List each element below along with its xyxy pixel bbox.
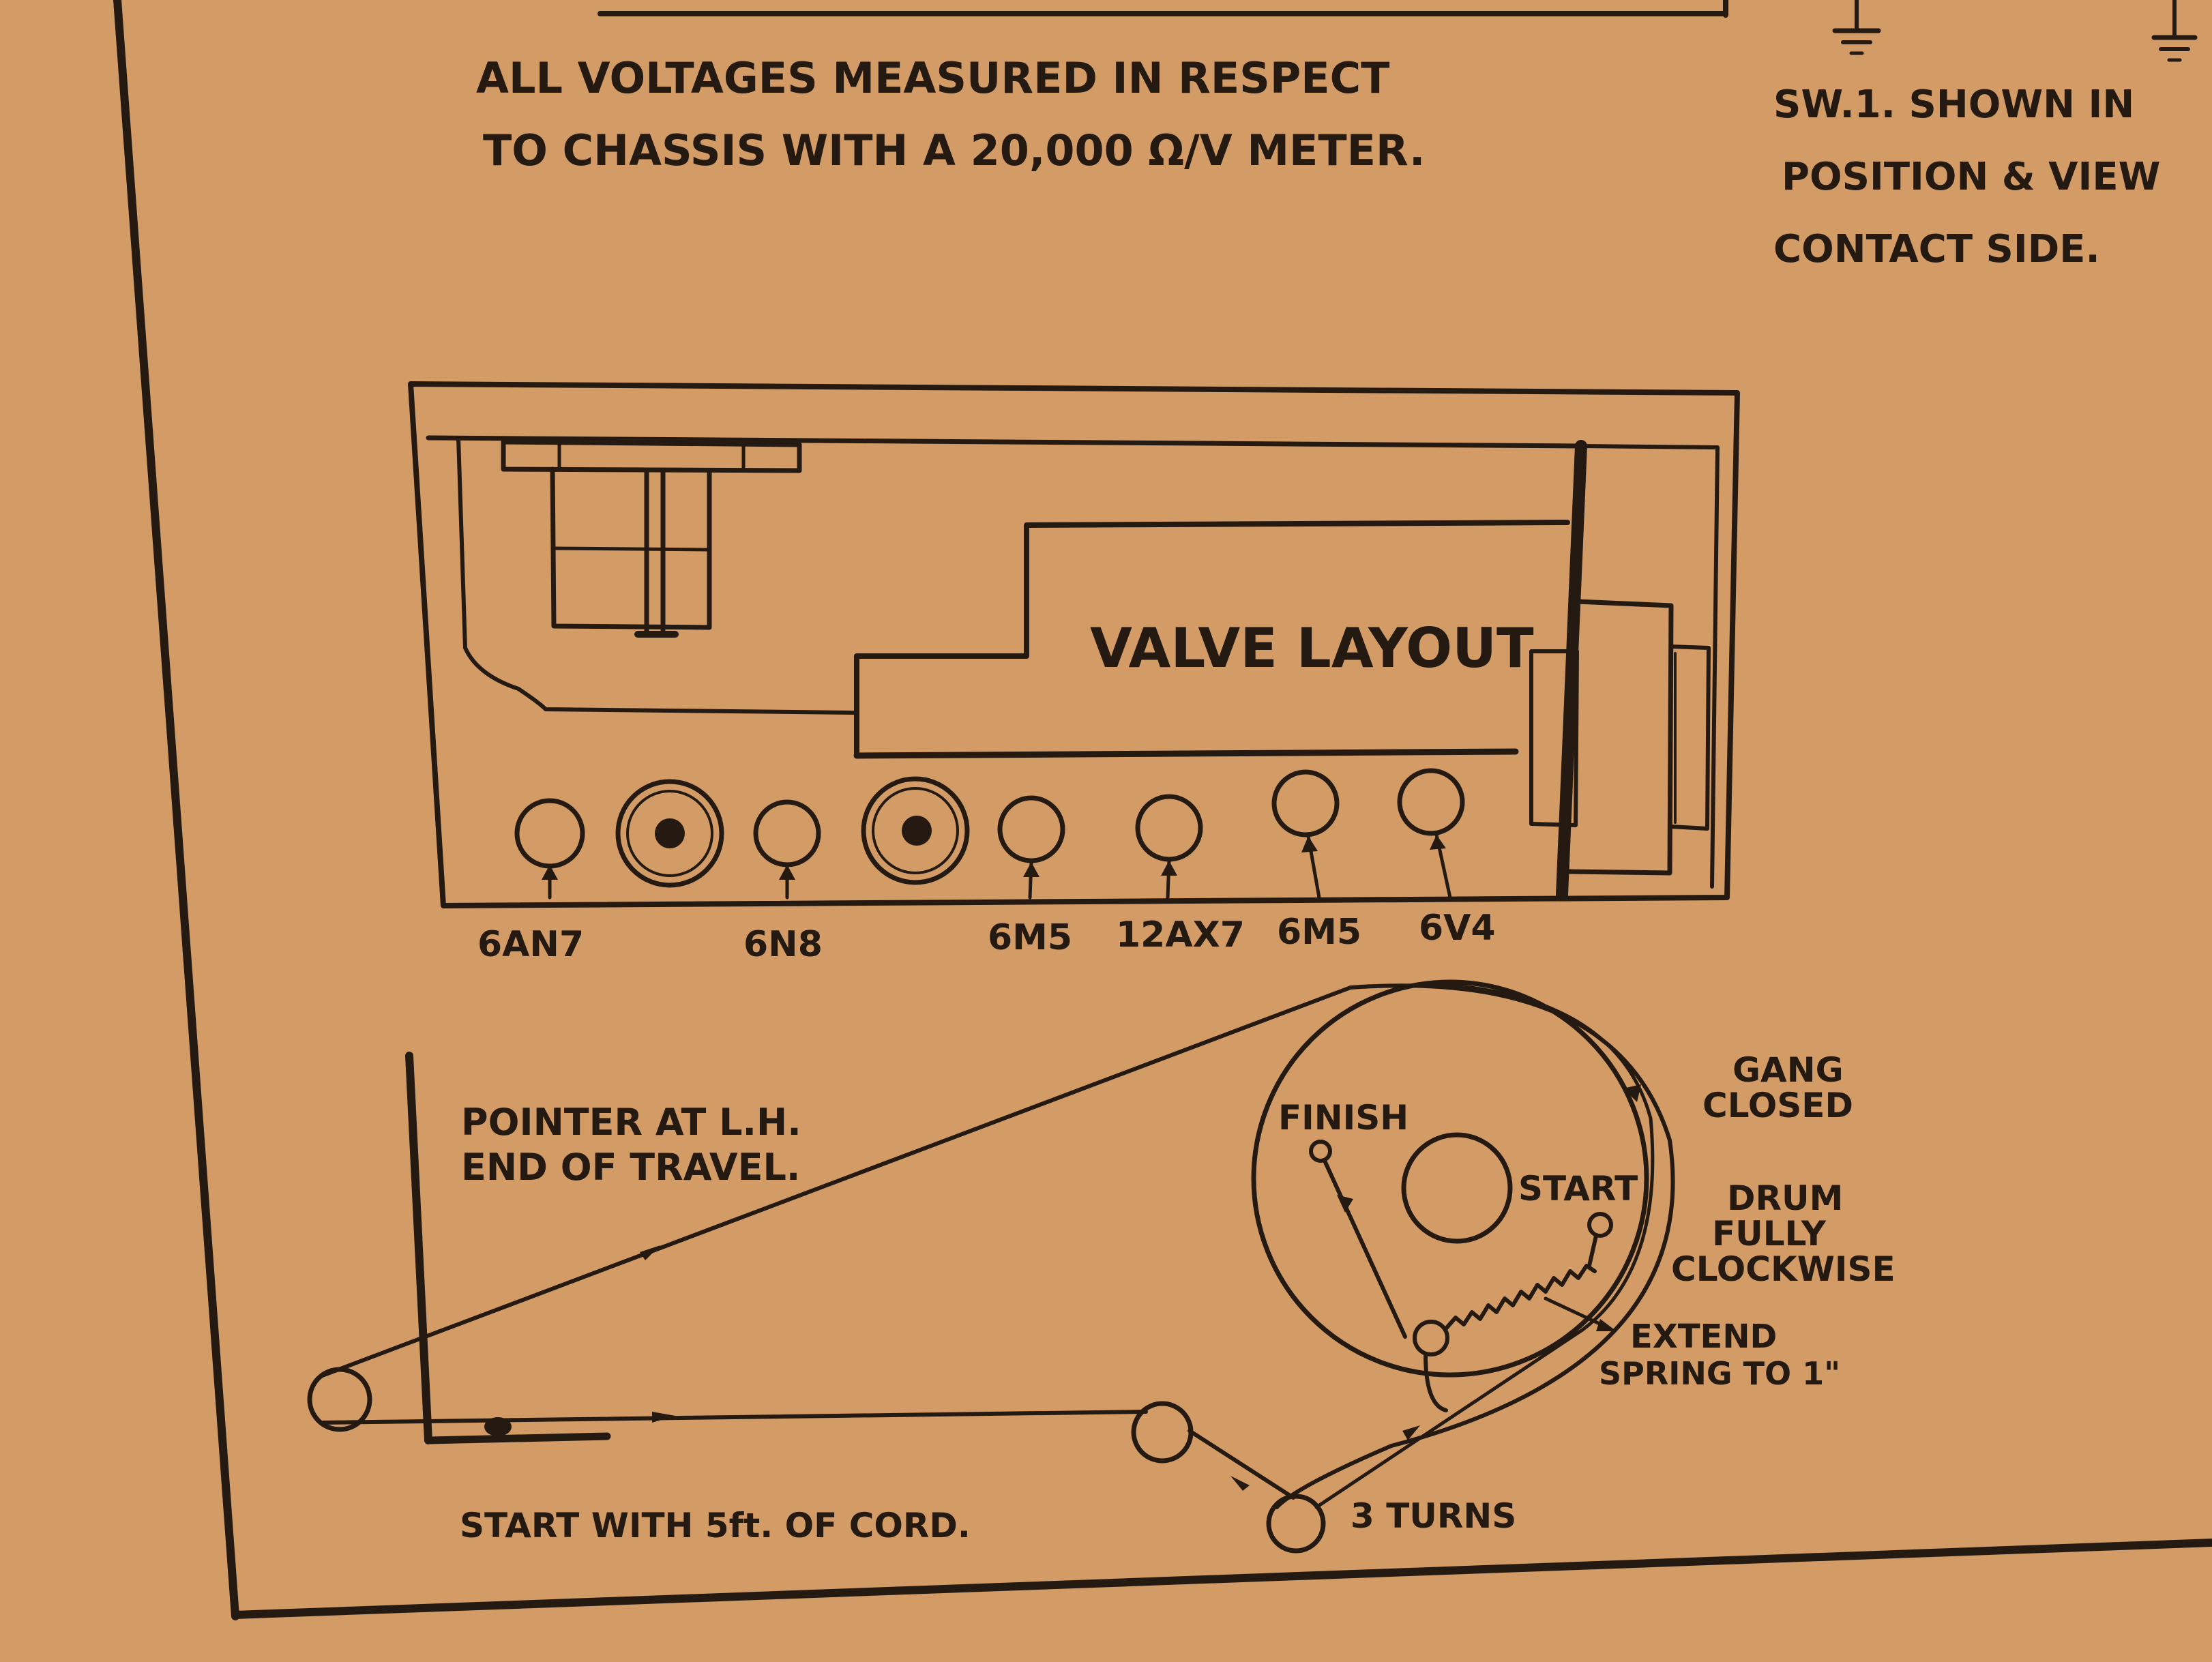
- valve-socket-6an7: 6AN7: [477, 798, 585, 965]
- valve-socket-6m5: 6M5: [1271, 769, 1361, 953]
- gang-note-line-2: CLOSED: [1702, 1086, 1853, 1125]
- ground-symbol: [1832, 0, 1881, 55]
- voltage-note-line-1: ALL VOLTAGES MEASURED IN RESPECT: [476, 53, 1389, 103]
- valve-layout-title: VALVE LAYOUT: [1090, 617, 1534, 680]
- tension-spring: [1444, 1264, 1597, 1331]
- valve-socket-6m5: 6M5: [988, 795, 1072, 958]
- valve-label: 6N8: [743, 924, 823, 965]
- gang-note-line-1: GANG: [1732, 1050, 1844, 1090]
- valve-socket-6n8: 6N8: [743, 799, 823, 965]
- switch-note-line-1: SW.1. SHOWN IN: [1773, 83, 2134, 127]
- if-transformer-can: [615, 779, 724, 888]
- switch-note-line-3: CONTACT SIDE.: [1773, 227, 2100, 271]
- drum-note-line-1: DRUM: [1727, 1178, 1843, 1218]
- switch-note-line-2: POSITION & VIEW: [1782, 155, 2160, 199]
- extend-note-line-2: SPRING TO 1": [1599, 1355, 1840, 1392]
- drum-note-line-3: CLOCKWISE: [1671, 1249, 1896, 1289]
- start-cord-note: START WITH 5ft. OF CORD.: [460, 1506, 971, 1545]
- ground-symbol: [2151, 0, 2198, 62]
- dial-cord-diagram: POINTER AT L.H. END OF TRAVEL. START WIT…: [307, 979, 1896, 1554]
- page-frame: [113, 0, 2212, 1620]
- voltage-note-line-2: TO CHASSIS WITH A 20,000 Ω/V METER.: [483, 125, 1425, 175]
- pointer-note-line-2: END OF TRAVEL.: [461, 1146, 800, 1189]
- drum-hub: [1401, 1132, 1513, 1244]
- chassis-step-panel: VALVE LAYOUT: [853, 520, 1570, 759]
- pointer-note-line-1: POINTER AT L.H.: [461, 1101, 801, 1144]
- speaker-transformer: [1529, 599, 1711, 876]
- drum: [1251, 979, 1649, 1378]
- valve-label: 6V4: [1419, 908, 1496, 949]
- if-transformer-can: [861, 776, 970, 885]
- extend-note-line-1: EXTEND: [1630, 1318, 1777, 1356]
- valve-label: 6M5: [1277, 912, 1361, 953]
- valve-label: 12AX7: [1116, 915, 1245, 955]
- drum-note-line-2: FULLY: [1712, 1214, 1827, 1253]
- valve-label: 6AN7: [477, 924, 584, 965]
- bottom-pulley: [1266, 1494, 1326, 1554]
- valve-socket-12ax7: 12AX7: [1116, 794, 1245, 955]
- tuning-gang-bracket: [501, 439, 802, 638]
- valve-socket-6v4: 6V4: [1397, 768, 1496, 949]
- valve-sockets: 6AN7 6N8 6M5: [477, 768, 1496, 965]
- chassis-outline: [408, 381, 1740, 908]
- pointer: [405, 1052, 432, 1444]
- turns-note: 3 TURNS: [1351, 1496, 1516, 1536]
- finish-label: FINISH: [1278, 1098, 1409, 1138]
- valve-label: 6M5: [988, 917, 1072, 958]
- start-label: START: [1518, 1169, 1638, 1208]
